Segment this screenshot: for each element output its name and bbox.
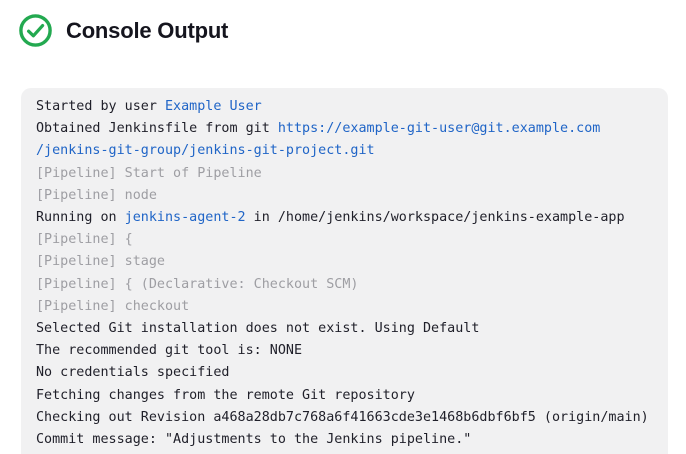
console-text: [Pipeline] stage	[36, 254, 165, 270]
console-text: Commit message: "Adjustments to the Jenk…	[36, 432, 472, 448]
console-link[interactable]: Example User	[165, 99, 262, 114]
console-link[interactable]: jenkins-agent-2	[124, 210, 246, 226]
console-line: [Pipeline] { (Declarative: Checkout SCM)	[36, 274, 653, 296]
console-line: No credentials specified	[36, 362, 653, 384]
console-text: [Pipeline] Start of Pipeline	[36, 165, 262, 181]
console-text: Obtained Jenkinsfile from git	[36, 121, 278, 137]
console-text: The recommended git tool is: NONE	[36, 343, 303, 359]
console-line: /jenkins-git-group/jenkins-git-project.g…	[36, 140, 653, 162]
console-text: [Pipeline] node	[36, 187, 157, 203]
console-line: The recommended git tool is: NONE	[36, 340, 653, 362]
console-link[interactable]: /jenkins-git-group/jenkins-git-project.g…	[36, 143, 375, 159]
console-text: Checking out Revision a468a28db7c768a6f4…	[36, 409, 649, 425]
console-text: Fetching changes from the remote Git rep…	[36, 387, 415, 403]
console-text: in /home/jenkins/workspace/jenkins-examp…	[245, 210, 625, 226]
console-line: Running on jenkins-agent-2 in /home/jenk…	[36, 207, 653, 229]
console-line: Checking out Revision a468a28db7c768a6f4…	[36, 407, 653, 429]
console-line: Started by user Example User	[36, 96, 653, 118]
page-title: Console Output	[66, 17, 229, 43]
console-text: Selected Git installation does not exist…	[36, 321, 480, 337]
console-line: Fetching changes from the remote Git rep…	[36, 385, 653, 407]
console-line: [Pipeline] stage	[36, 251, 653, 273]
console-line: Selected Git installation does not exist…	[36, 318, 653, 340]
console-text: Started by user	[36, 99, 165, 114]
console-text: [Pipeline] {	[36, 232, 133, 248]
success-check-icon	[19, 14, 52, 47]
console-line: [Pipeline] {	[36, 229, 653, 251]
page-header: Console Output	[0, 0, 686, 48]
console-line: Commit message: "Adjustments to the Jenk…	[36, 429, 653, 451]
console-line: Obtained Jenkinsfile from git https://ex…	[36, 118, 653, 140]
console-link[interactable]: https://example-git-user@git.example.com	[277, 121, 601, 137]
console-line: [Pipeline] Start of Pipeline	[36, 163, 653, 185]
console-text: Running on	[36, 210, 125, 226]
console-text: No credentials specified	[36, 365, 230, 381]
console-text: [Pipeline] { (Declarative: Checkout SCM)	[36, 276, 359, 292]
console-text: [Pipeline] checkout	[36, 298, 190, 314]
console-line: [Pipeline] node	[36, 185, 653, 207]
console-line: [Pipeline] checkout	[36, 296, 653, 318]
